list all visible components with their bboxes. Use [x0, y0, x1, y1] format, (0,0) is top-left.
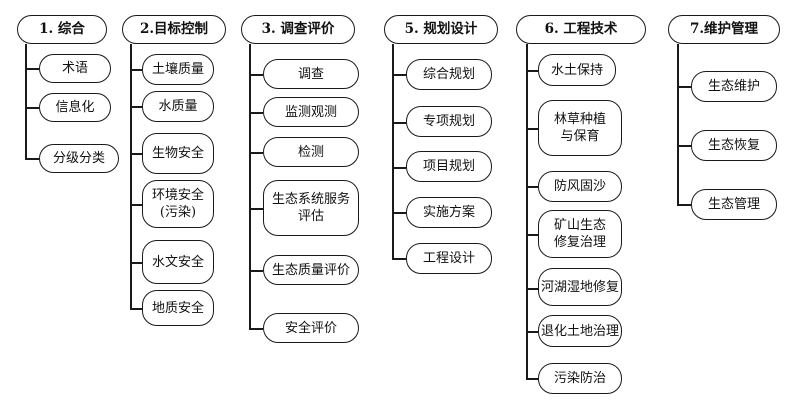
item-node: 环境安全 (污染)	[142, 180, 214, 228]
item-node: 工程设计	[406, 243, 492, 274]
item-node: 信息化	[39, 93, 111, 122]
connector-branch	[249, 74, 263, 76]
connector-branch	[130, 204, 142, 206]
item-node: 生态维护	[691, 71, 777, 102]
category-node-7: 7.维护管理	[668, 15, 780, 44]
item-node: 生态恢复	[691, 130, 777, 161]
connector-branch	[677, 204, 691, 206]
category-node-5: 5. 规划设计	[384, 15, 498, 44]
item-node: 检测	[263, 137, 359, 167]
item-node: 退化土地治理	[538, 315, 622, 347]
item-node: 生态质量评价	[263, 255, 359, 285]
connector-branch	[526, 288, 538, 290]
connector-spine	[249, 44, 251, 328]
item-node: 术语	[39, 54, 111, 83]
connector-branch	[392, 74, 406, 76]
connector-branch	[677, 86, 691, 88]
connector-branch	[526, 70, 538, 72]
category-node-6: 6. 工程技术	[516, 15, 646, 44]
connector-branch	[526, 186, 538, 188]
connector-branch	[392, 212, 406, 214]
item-node: 防风固沙	[538, 171, 622, 202]
item-node: 地质安全	[142, 290, 214, 326]
connector-branch	[25, 107, 39, 109]
category-node-3: 3. 调查评价	[241, 15, 355, 44]
item-node: 土壤质量	[142, 54, 214, 85]
connector-branch	[130, 153, 142, 155]
connector-branch	[526, 234, 538, 236]
item-node: 水文安全	[142, 240, 214, 284]
item-node: 实施方案	[406, 197, 492, 228]
item-node: 污染防治	[538, 363, 622, 394]
connector-branch	[249, 270, 263, 272]
item-node: 林草种植 与保育	[538, 100, 622, 156]
item-node: 生态管理	[691, 189, 777, 220]
connector-branch	[249, 208, 263, 210]
connector-branch	[130, 106, 142, 108]
connector-branch	[392, 167, 406, 169]
connector-branch	[249, 152, 263, 154]
connector-branch	[392, 258, 406, 260]
connector-branch	[25, 158, 39, 160]
item-node: 矿山生态 修复治理	[538, 210, 622, 258]
connector-branch	[526, 128, 538, 130]
connector-branch	[249, 112, 263, 114]
item-node: 生物安全	[142, 133, 214, 174]
item-node: 综合规划	[406, 59, 492, 90]
item-node: 分级分类	[39, 144, 119, 173]
item-node: 水质量	[142, 91, 214, 122]
connector-spine	[130, 44, 132, 308]
connector-branch	[677, 145, 691, 147]
connector-branch	[130, 69, 142, 71]
item-node: 水土保持	[538, 54, 616, 86]
connector-spine	[392, 44, 394, 258]
connector-spine	[526, 44, 528, 378]
category-node-2: 2.目标控制	[122, 15, 226, 44]
connector-branch	[130, 262, 142, 264]
connector-branch	[25, 68, 39, 70]
item-node: 生态系统服务 评估	[263, 180, 359, 236]
category-node-1: 1. 综合	[17, 15, 107, 44]
connector-branch	[130, 308, 142, 310]
connector-branch	[526, 331, 538, 333]
connector-spine	[25, 44, 27, 158]
item-node: 安全评价	[263, 313, 359, 343]
connector-spine	[677, 44, 679, 204]
item-node: 监测观测	[263, 97, 359, 127]
connector-branch	[526, 378, 538, 380]
connector-branch	[249, 328, 263, 330]
item-node: 河湖湿地修复	[538, 268, 622, 306]
item-node: 专项规划	[406, 106, 492, 137]
item-node: 项目规划	[406, 151, 492, 182]
item-node: 调查	[263, 59, 359, 89]
connector-branch	[392, 122, 406, 124]
